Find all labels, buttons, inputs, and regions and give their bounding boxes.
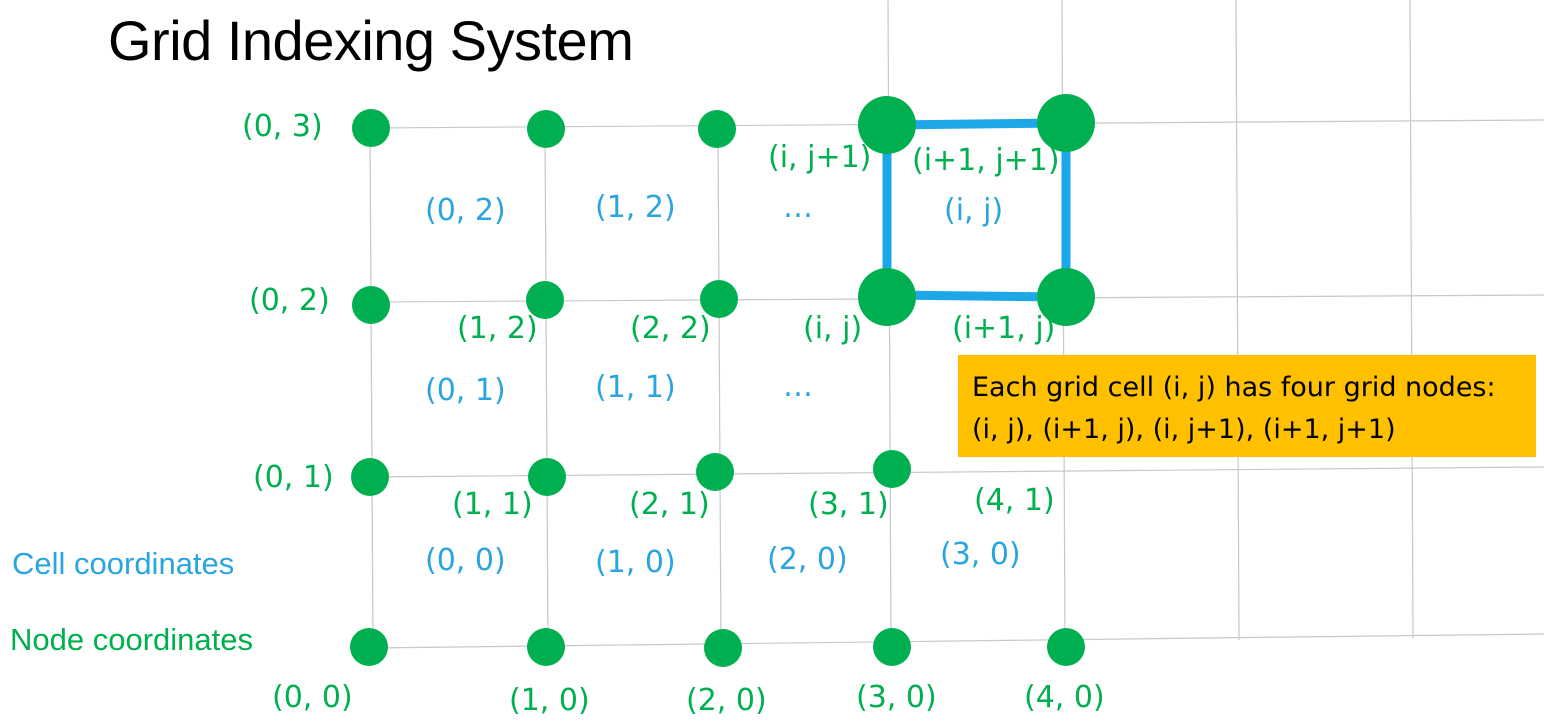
grid-node-3 bbox=[352, 286, 390, 324]
cell-label-1-2: (1, 2) bbox=[595, 190, 676, 225]
node-label-1-0: (1, 0) bbox=[509, 683, 590, 718]
node-label-4-1: (4, 1) bbox=[974, 483, 1055, 518]
cell-label-0-1: (0, 1) bbox=[425, 373, 506, 408]
grid-node-12 bbox=[704, 629, 742, 667]
grid-node-5 bbox=[700, 280, 738, 318]
grid-node-10 bbox=[350, 628, 388, 666]
callout-box: Each grid cell (i, j) has four grid node… bbox=[958, 355, 1536, 457]
grid-line-vertical-2 bbox=[717, 127, 722, 649]
grid-node-2 bbox=[698, 110, 736, 148]
grid-node-9 bbox=[873, 450, 911, 488]
legend-node-coordinates: Node coordinates bbox=[10, 622, 253, 657]
node-label-0-0: (0, 0) bbox=[272, 680, 353, 715]
node-label-2-2: (2, 2) bbox=[630, 311, 711, 346]
cell-label-1-0: (1, 0) bbox=[595, 545, 676, 580]
highlight-node-2 bbox=[858, 268, 916, 326]
highlight-node-3 bbox=[1037, 268, 1095, 326]
grid-line-vertical-0 bbox=[369, 127, 374, 649]
cell-label-0-2: (0, 2) bbox=[425, 193, 506, 228]
grid-node-1 bbox=[527, 110, 565, 148]
grid-node-6 bbox=[351, 458, 389, 496]
grid-node-0 bbox=[352, 109, 390, 147]
grid-line-vertical-5 bbox=[1235, 0, 1240, 641]
grid-nodes bbox=[350, 94, 1095, 667]
cell-label-0-0: (0, 0) bbox=[425, 543, 506, 578]
node-label-0-2: (0, 2) bbox=[249, 283, 330, 318]
node-label-3-1: (3, 1) bbox=[808, 487, 889, 522]
highlight-node-0 bbox=[858, 96, 916, 154]
grid-node-14 bbox=[1047, 628, 1085, 666]
grid-node-13 bbox=[873, 628, 911, 666]
grid-node-4 bbox=[526, 281, 564, 319]
node-label-i1-j1: (i+1, j+1) bbox=[912, 143, 1060, 178]
grid-node-8 bbox=[696, 453, 734, 491]
legend-cell-coordinates: Cell coordinates bbox=[12, 546, 235, 581]
cell-label-ellipsis-top: … bbox=[783, 190, 813, 225]
node-label-2-1: (2, 1) bbox=[629, 487, 710, 522]
cell-label-2-0: (2, 0) bbox=[767, 542, 848, 577]
grid-line-vertical-6 bbox=[1409, 0, 1414, 639]
cell-label-3-0: (3, 0) bbox=[940, 537, 1021, 572]
node-label-1-1: (1, 1) bbox=[452, 487, 533, 522]
node-label-0-1: (0, 1) bbox=[253, 460, 334, 495]
highlight-node-1 bbox=[1037, 94, 1095, 152]
page-title: Grid Indexing System bbox=[108, 9, 634, 72]
cell-label-1-1: (1, 1) bbox=[595, 370, 676, 405]
node-label-2-0: (2, 0) bbox=[686, 683, 767, 718]
node-label-1-2: (1, 2) bbox=[457, 311, 538, 346]
grid-line-vertical-1 bbox=[544, 127, 549, 649]
node-label-0-3: (0, 3) bbox=[242, 109, 323, 144]
node-label-4-0: (4, 0) bbox=[1024, 680, 1105, 715]
node-label-i1-j: (i+1, j) bbox=[952, 311, 1056, 346]
cell-label-ellipsis-mid: … bbox=[783, 369, 813, 404]
grid-line-horizontal-3 bbox=[369, 633, 1544, 649]
node-label-i-j1: (i, j+1) bbox=[768, 140, 872, 175]
grid-node-11 bbox=[527, 628, 565, 666]
cell-label-i-j: (i, j) bbox=[944, 193, 1004, 228]
node-label-3-0: (3, 0) bbox=[856, 680, 937, 715]
grid-node-7 bbox=[528, 458, 566, 496]
node-label-i-j: (i, j) bbox=[803, 311, 863, 346]
